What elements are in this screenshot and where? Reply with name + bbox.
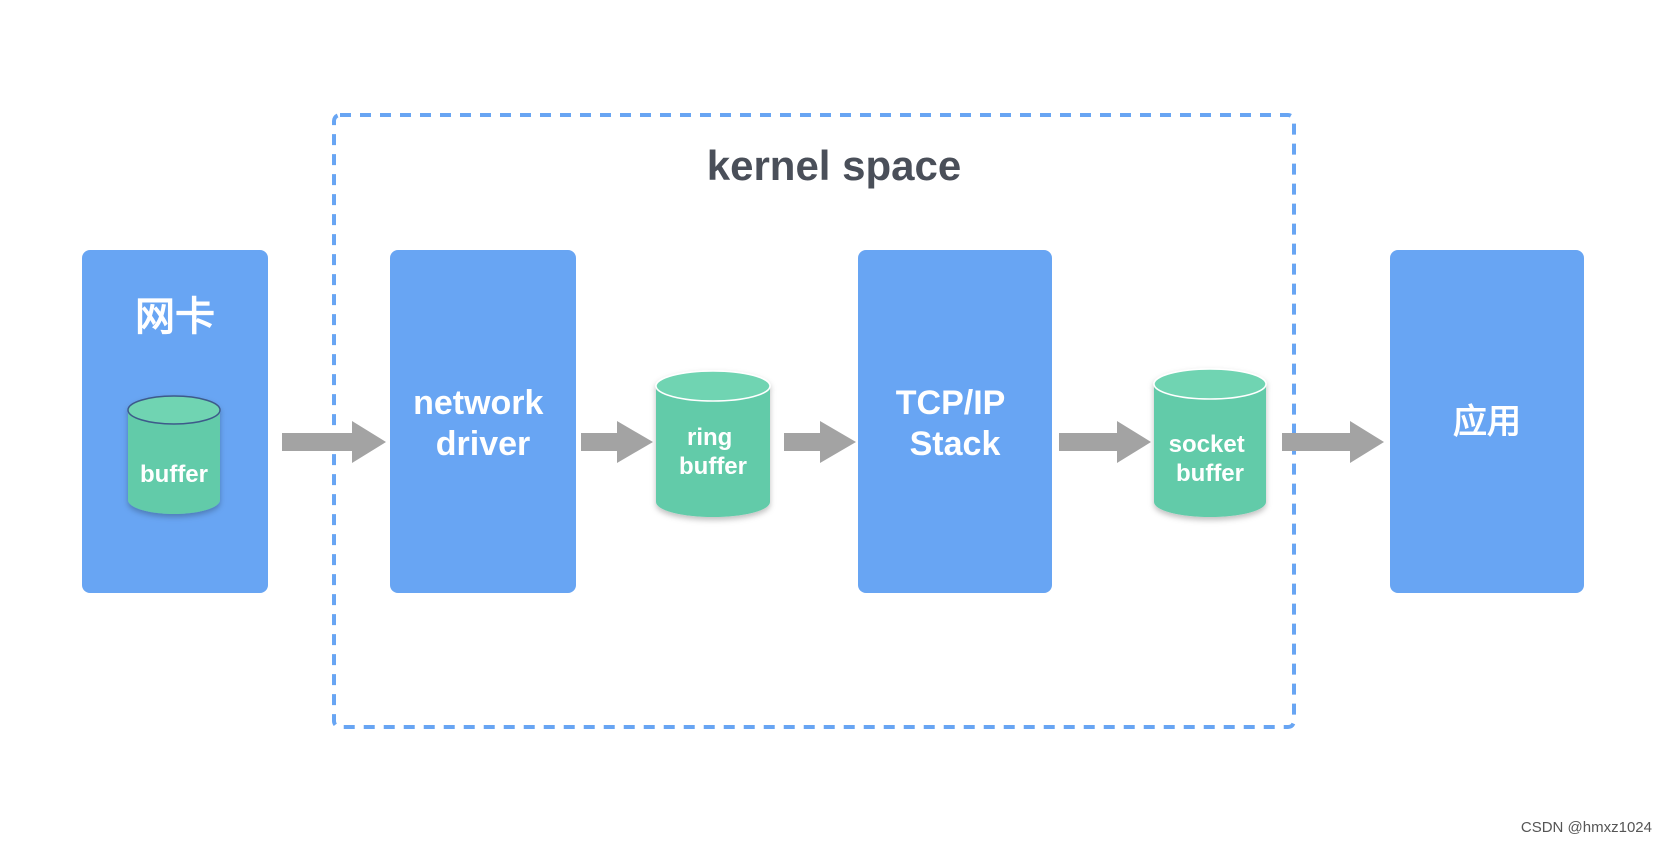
socket-buffer-cylinder xyxy=(1153,368,1267,517)
nic-buffer-body xyxy=(128,410,220,514)
kernel-space-border xyxy=(332,113,1296,729)
ring-buffer-node: ring buffer xyxy=(655,370,771,517)
network-driver-label: network driver xyxy=(413,384,553,463)
application-title: 应用 xyxy=(1453,403,1521,441)
socket-buffer-line2: buffer xyxy=(1176,460,1244,487)
arrow-tcpip-to-socket-buffer xyxy=(1059,421,1151,463)
arrow-socket-buffer-to-app xyxy=(1282,421,1384,463)
ring-buffer-line2: buffer xyxy=(679,453,747,480)
socket-buffer-body xyxy=(1154,384,1266,517)
ring-buffer-line1: ring xyxy=(687,424,732,451)
tcpip-stack-node: TCP/IP Stack xyxy=(858,250,1052,593)
network-driver-node: network driver xyxy=(390,250,576,593)
arrow-ring-buffer-to-tcpip xyxy=(784,421,856,463)
kernel-space-title: kernel space xyxy=(707,142,962,189)
ring-buffer-label: ring buffer xyxy=(679,424,747,480)
arrow-driver-to-ring-buffer xyxy=(581,421,653,463)
ring-buffer-body xyxy=(656,386,770,517)
nic-buffer-cylinder xyxy=(127,395,221,514)
nic-title: 网卡 xyxy=(135,295,215,339)
csdn-watermark: CSDN @hmxz1024 xyxy=(1521,819,1652,836)
nic-buffer-top xyxy=(127,395,221,425)
tcpip-stack-line1: TCP/IP xyxy=(896,384,1005,422)
socket-buffer-label: socket buffer xyxy=(1169,431,1252,487)
application-node: 应用 xyxy=(1390,250,1584,593)
tcpip-stack-line2: Stack xyxy=(910,425,1001,463)
application-box xyxy=(1390,250,1584,593)
nic-node: 网卡 buffer xyxy=(82,250,268,593)
socket-buffer-line1: socket xyxy=(1169,431,1245,458)
kernel-space-region: kernel space xyxy=(332,113,1296,729)
ring-buffer-top xyxy=(655,370,771,402)
network-driver-box xyxy=(390,250,576,593)
tcpip-stack-label: TCP/IP Stack xyxy=(896,384,1014,463)
tcpip-stack-box xyxy=(858,250,1052,593)
network-driver-line2: driver xyxy=(436,425,531,463)
arrow-nic-to-driver xyxy=(282,421,386,463)
nic-buffer-label: buffer xyxy=(140,461,208,488)
ring-buffer-cylinder xyxy=(655,370,771,517)
network-driver-line1: network xyxy=(413,384,543,422)
socket-buffer-top xyxy=(1153,368,1267,400)
socket-buffer-node: socket buffer xyxy=(1153,368,1267,517)
